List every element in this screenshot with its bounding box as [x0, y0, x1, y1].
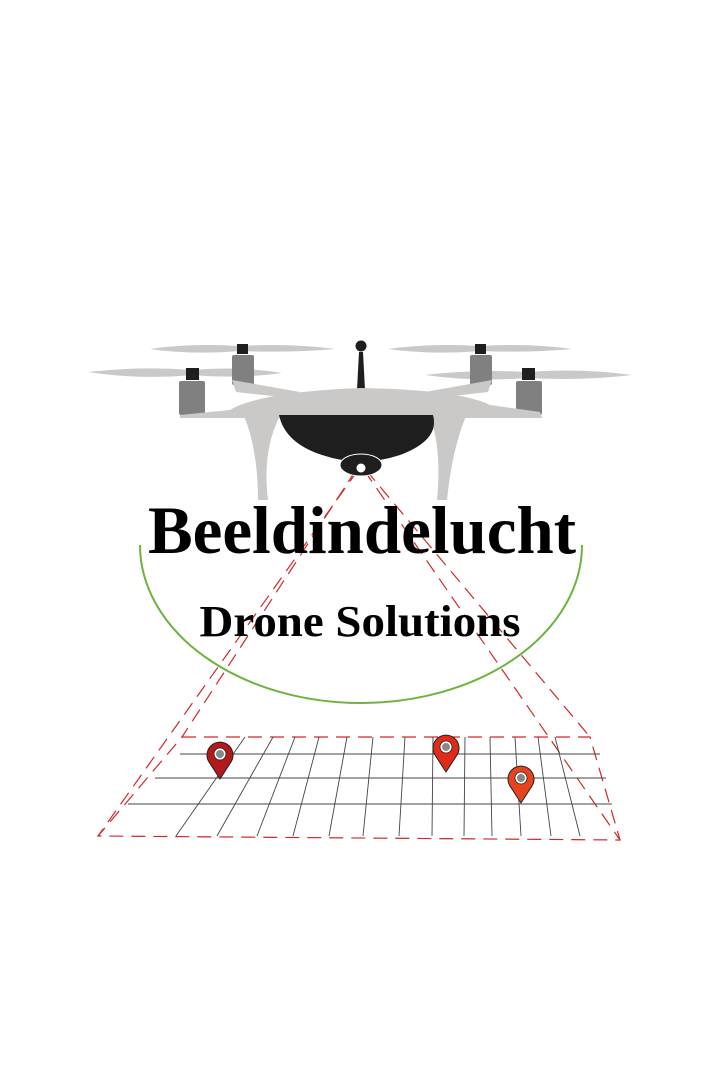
- map-grid-icon: [128, 736, 612, 837]
- drone-icon: [88, 340, 632, 500]
- grid-line: [554, 736, 581, 837]
- green-arc: [139, 544, 583, 704]
- grid-line: [431, 736, 434, 837]
- map-pin-icon: [206, 741, 234, 780]
- grid-line: [175, 736, 246, 837]
- grid-line: [463, 736, 466, 837]
- grid-line: [537, 736, 552, 837]
- grid-line: [292, 736, 320, 837]
- grid-line: [216, 736, 274, 837]
- grid-line: [489, 736, 493, 837]
- grid-line: [328, 736, 348, 837]
- grid-line: [398, 736, 406, 837]
- map-pin-icon: [507, 765, 535, 804]
- grid-line: [362, 736, 374, 837]
- map-pin-icon: [432, 734, 460, 773]
- grid-line: [256, 736, 296, 837]
- tagline: Drone Solutions: [200, 597, 521, 646]
- brand-name: Beeldindelucht: [148, 492, 576, 568]
